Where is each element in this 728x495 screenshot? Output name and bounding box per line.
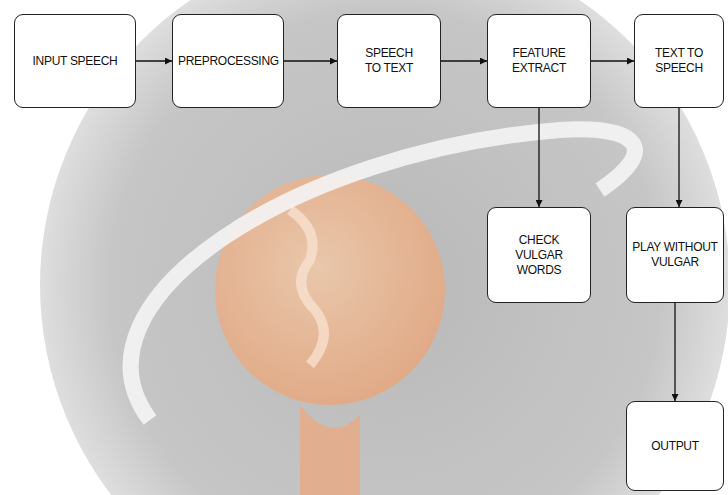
flow-arrow <box>136 60 172 61</box>
process-box: PLAY WITHOUT VULGAR <box>626 207 724 303</box>
process-box: FEATURE EXTRACT <box>487 14 591 108</box>
box-label: PLAY WITHOUT VULGAR <box>632 240 718 270</box>
flow-arrow <box>538 108 539 207</box>
flow-arrow <box>284 60 337 61</box>
process-box: TEXT TO SPEECH <box>634 14 724 108</box>
flow-arrow <box>674 303 675 401</box>
flow-arrow <box>678 108 679 207</box>
watermark-land <box>290 210 324 365</box>
box-label: CHECK VULGAR WORDS <box>494 233 584 278</box>
flow-arrow <box>591 60 634 61</box>
process-box: INPUT SPEECH <box>14 14 136 108</box>
watermark-ring <box>131 129 635 420</box>
box-label: FEATURE EXTRACT <box>504 46 574 76</box>
process-box: SPEECH TO TEXT <box>337 14 441 108</box>
box-label: TEXT TO SPEECH <box>652 46 707 76</box>
watermark-bulb-base <box>300 405 360 495</box>
process-box: OUTPUT <box>626 401 724 491</box>
process-box: PREPROCESSING <box>172 14 284 108</box>
box-label: SPEECH TO TEXT <box>363 46 415 76</box>
flow-arrow <box>441 60 487 61</box>
box-label: OUTPUT <box>651 439 699 454</box>
box-label: INPUT SPEECH <box>33 54 118 69</box>
process-box: CHECK VULGAR WORDS <box>487 207 591 303</box>
box-label: PREPROCESSING <box>178 54 278 69</box>
watermark-disc <box>40 0 728 495</box>
watermark-globe <box>215 175 445 405</box>
